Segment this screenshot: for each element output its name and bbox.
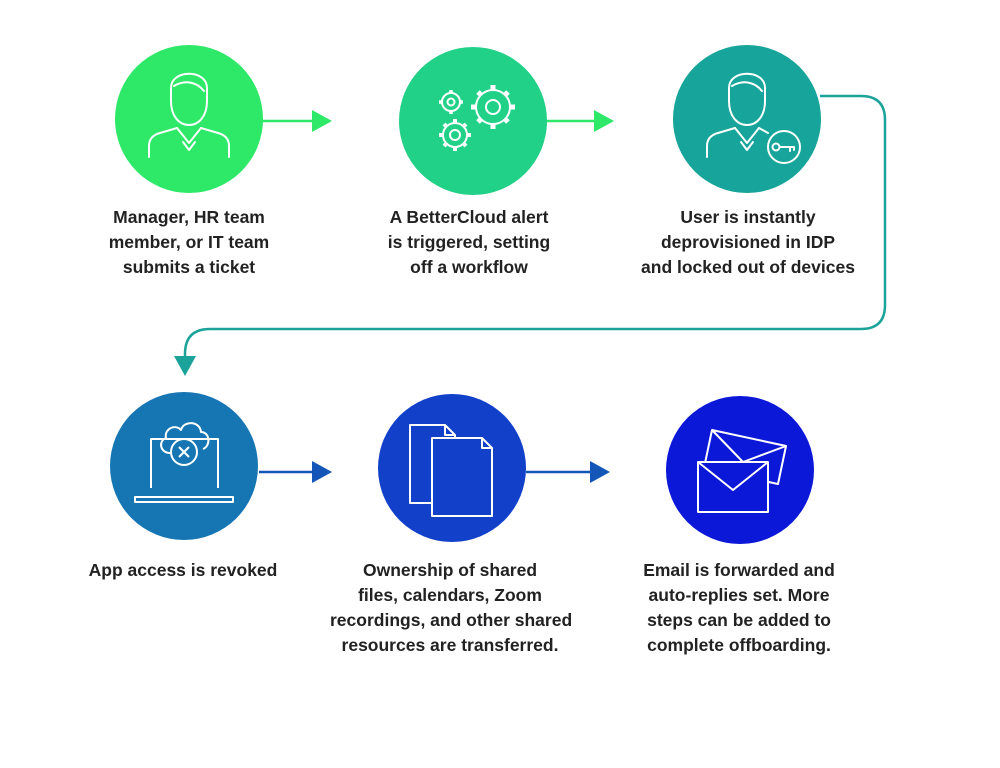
step4-label-line: App access is revoked [88, 560, 278, 580]
step5-label-line: files, calendars, Zoom [358, 585, 542, 605]
step1-label-line: Manager, HR team [113, 207, 265, 227]
arrow-step4-to-step5 [259, 461, 332, 483]
envelopes-icon [697, 429, 787, 513]
step6-label-line: Email is forwarded and [643, 560, 835, 580]
step1-label: Manager, HR team member, or IT team subm… [69, 205, 309, 280]
step6-label-line: steps can be added to [647, 610, 831, 630]
user-icon [148, 72, 230, 158]
step2-circle [399, 47, 547, 195]
step2-label-line: off a workflow [410, 257, 528, 277]
step5-label-line: resources are transferred. [341, 635, 559, 655]
step3-label-line: and locked out of devices [641, 257, 855, 277]
step6-label-line: complete offboarding. [647, 635, 831, 655]
gears-icon [439, 85, 515, 151]
step5-label: Ownership of shared files, calendars, Zo… [330, 558, 573, 658]
step6-circle [666, 396, 814, 544]
step4-label: App access is revoked [63, 558, 303, 583]
step3-label: User is instantly deprovisioned in IDP a… [628, 205, 868, 280]
step3-circle [673, 45, 821, 193]
step3-label-line: deprovisioned in IDP [660, 232, 836, 252]
step2-label-line: A BetterCloud alert [389, 207, 549, 227]
step1-label-line: submits a ticket [122, 257, 256, 277]
step6-label-line: auto-replies set. More [648, 585, 830, 605]
step2-label: A BetterCloud alert is triggered, settin… [349, 205, 589, 280]
documents-icon [409, 424, 493, 517]
step1-circle [115, 45, 263, 193]
laptop-cloud-x-icon [134, 422, 234, 503]
step1-label-line: member, or IT team [108, 232, 270, 252]
step5-label-line: Ownership of shared [362, 560, 538, 580]
step2-label-line: is triggered, setting [387, 232, 551, 252]
arrow-step5-to-step6 [526, 461, 610, 483]
step4-circle [110, 392, 258, 540]
step3-label-line: User is instantly [680, 207, 816, 227]
arrow-step1-to-step2 [262, 110, 332, 132]
user-key-icon [706, 72, 801, 164]
step6-label: Email is forwarded and auto-replies set.… [619, 558, 859, 658]
step5-label-line: recordings, and other shared [330, 610, 573, 630]
arrow-step2-to-step3 [546, 110, 614, 132]
step5-circle [378, 394, 526, 542]
connector-step3-to-step4 [174, 94, 887, 376]
